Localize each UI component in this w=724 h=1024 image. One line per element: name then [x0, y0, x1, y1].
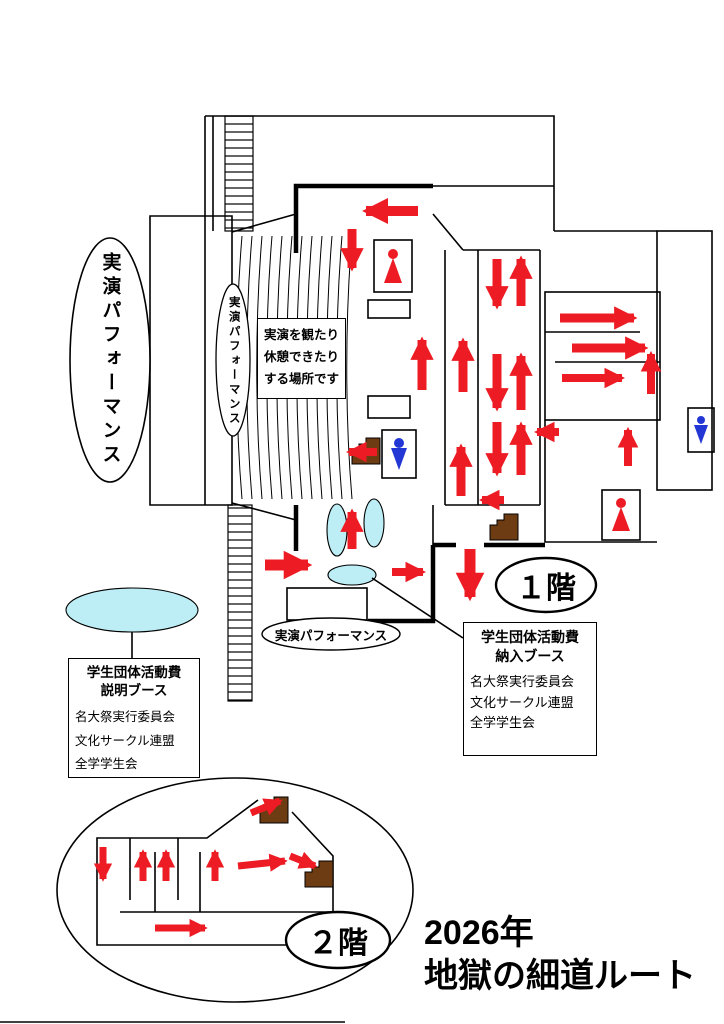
- restroom-man-icon: [694, 416, 708, 444]
- booth-member: 名大祭実行委員会: [470, 673, 575, 689]
- rest-area-note-line: 休憩できたり: [263, 349, 339, 364]
- info-booth-title: 学生団体活動費: [86, 665, 182, 680]
- restroom-man-icon: [391, 438, 407, 470]
- floor-2-label: ２階: [308, 927, 368, 960]
- connector-lines: [131, 577, 464, 658]
- restroom-woman-icon: [612, 498, 630, 531]
- performance-area-label: 実演パフォーマンス: [99, 252, 121, 468]
- route-arrow: [249, 797, 283, 817]
- booth-ellipse: [327, 564, 377, 586]
- booth-ellipse: [326, 503, 348, 557]
- restroom-icons: [384, 249, 708, 531]
- floor2-ellipse: [284, 910, 392, 970]
- front-stage-label: 実演パフォーマンス: [274, 628, 388, 643]
- label-ellipses: [69, 237, 598, 651]
- rest-area-note-line: 実演を観たり: [263, 328, 339, 342]
- stair-hatch-bands: [224, 115, 254, 702]
- performance-front-ellipse: [261, 617, 401, 651]
- rest-area-note: 実演を観たり 休憩できたり する場所です: [257, 318, 346, 399]
- stairs-icon: [489, 513, 519, 541]
- payment-booth-title: 納入ブース: [495, 647, 565, 664]
- booth-ellipse: [65, 587, 199, 633]
- map-title: 2026年 地獄の細道ルート: [424, 912, 720, 997]
- info-booth-title: 説明ブース: [100, 683, 168, 699]
- booth-ellipse: [363, 498, 385, 548]
- booth-shapes: [65, 498, 385, 633]
- payment-booth-title: 学生団体活動費: [481, 629, 579, 645]
- route-arrow: [237, 853, 288, 872]
- floor1-ellipse: [494, 556, 598, 614]
- route-arrow: [288, 851, 318, 870]
- route-arrows-2f: [93, 797, 318, 938]
- booth-member: 文化サークル連盟: [75, 733, 175, 748]
- booth-member: 全学学生会: [470, 715, 536, 731]
- stage-ellipse: [215, 283, 251, 437]
- route-arrows-1f: [265, 198, 662, 602]
- payment-booth-box: 学生団体活動費 納入ブース 名大祭実行委員会 文化サークル連盟 全学学生会: [463, 622, 597, 756]
- map-title-route: 地獄の細道ルート: [424, 956, 696, 995]
- restroom-woman-icon: [384, 249, 402, 283]
- performance-left-ellipse: [69, 237, 151, 483]
- map-title-year: 2026年: [424, 914, 534, 952]
- floor-1-label: １階: [516, 572, 576, 605]
- floor2-map-ellipse: [56, 777, 414, 1003]
- booth-member: 全学学生会: [75, 756, 138, 771]
- booth-member: 名大祭実行委員会: [75, 710, 176, 725]
- rest-area-note-line: する場所です: [263, 371, 339, 386]
- stage-label: 実演パフォーマンス: [227, 295, 240, 427]
- info-booth-box: 学生団体活動費 説明ブース 名大祭実行委員会 文化サークル連盟 全学学生会: [68, 658, 200, 778]
- booth-member: 文化サークル連盟: [470, 694, 574, 710]
- hall-walls: [293, 183, 545, 624]
- second-floor-map: [56, 777, 414, 1003]
